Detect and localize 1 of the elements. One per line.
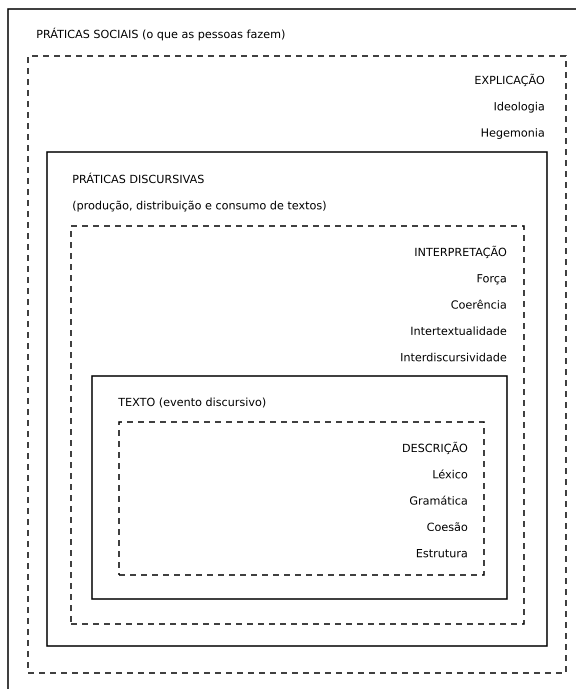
dashed-frame: DESCRIÇÃO Léxico Gramática Coesão Estrutura: [118, 421, 485, 576]
